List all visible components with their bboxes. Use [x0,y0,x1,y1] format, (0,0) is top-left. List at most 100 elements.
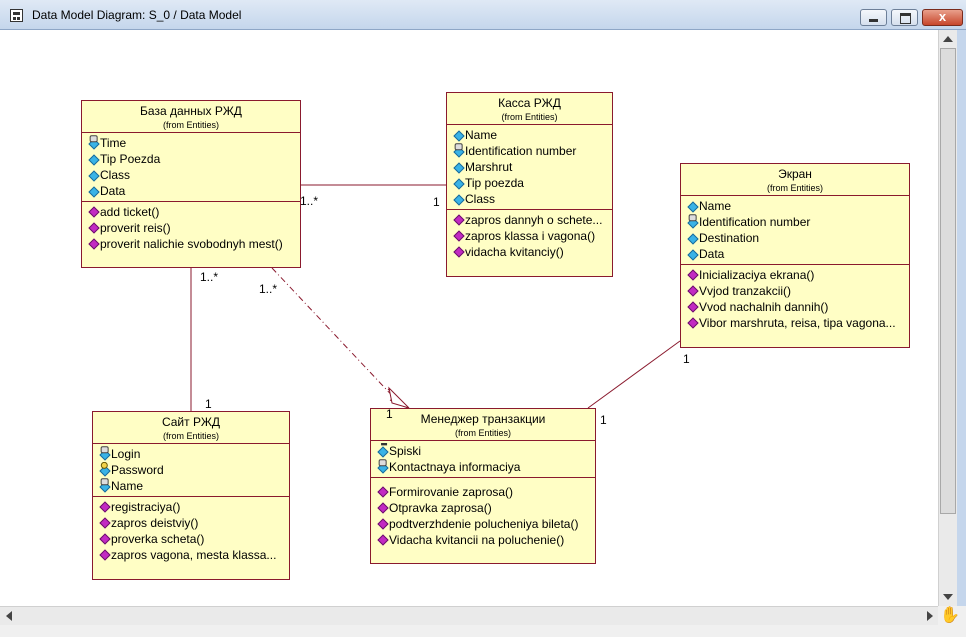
operation-row[interactable]: zapros klassa i vagona() [453,228,612,244]
operation-row[interactable]: registraciya() [99,499,289,515]
operation-row[interactable]: Inicializaciya ekrana() [687,267,909,283]
operation-row[interactable]: proverit reis() [88,220,300,236]
attribute-label: Password [111,463,164,477]
attribute-row[interactable]: Class [453,191,612,207]
attribute-row[interactable]: Identification number [453,143,612,159]
class-package: (from Entities) [162,120,219,130]
public-icon [377,446,389,458]
attribute-label: Spiski [389,444,422,458]
class-header: Сайт РЖД (from Entities) [93,412,289,444]
operation-row[interactable]: add ticket() [88,204,300,220]
attribute-label: Class [100,168,131,182]
attribute-icon [88,170,100,182]
operation-icon [687,301,699,313]
class-header: Менеджер транзакции (from Entities) [371,409,595,441]
operation-row[interactable]: Vidacha kvitancii na poluchenie() [377,532,595,548]
operation-icon [99,533,111,545]
attribute-label: Data [100,184,126,198]
attribute-row[interactable]: Destination [687,230,909,246]
maximize-button[interactable] [891,9,918,26]
class-rzd-database[interactable]: База данных РЖД (from Entities) Time Tip… [81,100,301,268]
operation-label: Otpravka zaprosa() [389,501,492,515]
attribute-row[interactable]: Kontactnaya informaciya [377,459,595,475]
attribute-icon [453,162,465,174]
attribute-row[interactable]: Tip poezda [453,175,612,191]
attribute-label: Name [111,479,144,493]
operation-label: zapros dannyh o schete... [465,213,603,227]
class-header: Экран (from Entities) [681,164,909,196]
operation-row[interactable]: zapros dannyh o schete... [453,212,612,228]
attribute-row[interactable]: Name [99,478,289,494]
class-header: Касса РЖД (from Entities) [447,93,612,125]
scroll-right-icon[interactable] [927,611,933,621]
attribute-label: Tip Poezda [100,152,161,166]
attribute-row[interactable]: Marshrut [453,159,612,175]
lock-icon [377,462,389,474]
operation-label: registraciya() [111,500,181,514]
class-name: Касса РЖД [498,96,561,110]
multiplicity-label: 1 [205,397,212,411]
horizontal-scrollbar[interactable] [0,606,938,625]
pan-corner[interactable]: ✋ [938,606,966,637]
class-package: (from Entities) [162,431,219,441]
diagram-window-icon[interactable] [10,9,23,22]
attribute-row[interactable]: Data [88,183,300,199]
operation-row[interactable]: Formirovanie zaprosa() [377,484,595,500]
attribute-row[interactable]: Time [88,135,300,151]
attribute-icon [88,154,100,166]
attribute-row[interactable]: Name [687,198,909,214]
operation-row[interactable]: proverit nalichie svobodnyh mest() [88,236,300,252]
hand-pan-icon[interactable]: ✋ [940,607,960,624]
attribute-row[interactable]: Password [99,462,289,478]
attribute-label: Class [465,192,496,206]
scroll-down-icon[interactable] [943,594,953,600]
association-lines [190,184,681,411]
vertical-scrollbar[interactable] [938,30,957,606]
operation-row[interactable]: proverka scheta() [99,531,289,547]
dependency-db-manager[interactable] [271,267,401,405]
operation-row[interactable]: vidacha kvitanciy() [453,244,612,260]
class-package: (from Entities) [766,183,823,193]
multiplicity-label: 1..* [200,270,219,284]
operation-label: Vvod nachalnih dannih() [699,300,829,314]
operation-icon [453,246,465,258]
attribute-label: Name [465,128,498,142]
lock-icon [88,138,100,150]
attribute-row[interactable]: Name [453,127,612,143]
class-ekran[interactable]: Экран (from Entities) Name Identificatio… [680,163,910,348]
class-transaction-manager[interactable]: Менеджер транзакции (from Entities) Spis… [370,408,596,564]
attribute-row[interactable]: Spiski [377,443,595,459]
operation-label: zapros deistviy() [111,516,199,530]
operation-row[interactable]: Otpravka zaprosa() [377,500,595,516]
attribute-row[interactable]: Login [99,446,289,462]
operation-icon [687,269,699,281]
close-icon: x [938,9,947,24]
class-site[interactable]: Сайт РЖД (from Entities) Login Password … [92,411,290,580]
vertical-scroll-thumb[interactable] [940,48,956,514]
window-frame-bottom [0,625,938,637]
multiplicity-label: 1..* [259,282,278,296]
operation-icon [453,214,465,226]
operation-icon [99,517,111,529]
class-name: Менеджер транзакции [420,412,546,426]
attribute-row[interactable]: Identification number [687,214,909,230]
attribute-icon [687,249,699,261]
minimize-button[interactable] [860,9,887,26]
attribute-icon [453,178,465,190]
scroll-up-icon[interactable] [943,36,953,42]
operation-row[interactable]: Vvod nachalnih dannih() [687,299,909,315]
attribute-row[interactable]: Data [687,246,909,262]
attribute-row[interactable]: Tip Poezda [88,151,300,167]
attribute-compartment: Time Tip Poezda Class Data [82,133,300,201]
attribute-row[interactable]: Class [88,167,300,183]
operation-row[interactable]: zapros vagona, mesta klassa... [99,547,289,563]
operation-row[interactable]: Vvjod tranzakcii() [687,283,909,299]
operation-row[interactable]: zapros deistviy() [99,515,289,531]
operation-row[interactable]: podtverzhdenie polucheniya bileta() [377,516,595,532]
close-button[interactable]: x [922,9,963,26]
diagram-canvas[interactable]: База данных РЖД (from Entities) Time Tip… [0,30,938,606]
scroll-left-icon[interactable] [6,611,12,621]
operation-row[interactable]: Vibor marshruta, reisa, tipa vagona... [687,315,909,331]
association-ekran-manager[interactable] [587,340,681,409]
class-kassa[interactable]: Касса РЖД (from Entities) Name Identific… [446,92,613,277]
